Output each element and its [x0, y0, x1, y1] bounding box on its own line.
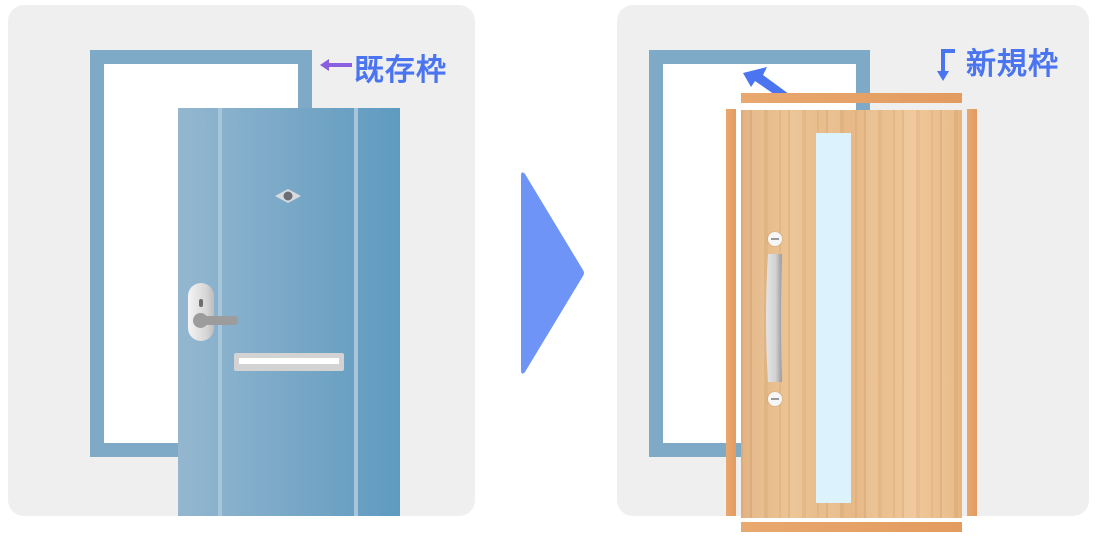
- door-glass-panel: [816, 133, 851, 503]
- door-groove-left: [218, 108, 222, 516]
- right-triangle-arrow-icon: [521, 172, 584, 374]
- new-frame-bottom: [741, 522, 962, 532]
- pull-handle-icon: [766, 254, 782, 382]
- new-frame-label: 新規枠: [966, 47, 1059, 82]
- door-lock-plate: [188, 283, 238, 341]
- new-frame-top: [741, 93, 962, 103]
- door-groove-right: [354, 108, 358, 516]
- old-door: [178, 108, 400, 516]
- lever-handle-icon: [202, 316, 238, 325]
- after-panel: 新規枠: [617, 5, 1089, 532]
- mail-slot: [234, 353, 344, 371]
- up-left-arrow-icon: [743, 67, 793, 99]
- handle-screw-bottom: [768, 392, 782, 406]
- keyhole-icon: [199, 299, 203, 307]
- handle-screw-top: [768, 232, 782, 246]
- new-frame-left: [726, 109, 736, 516]
- new-frame-right: [967, 109, 977, 516]
- peephole-icon: [275, 189, 301, 203]
- new-door: [741, 110, 962, 518]
- down-arrow-icon: [937, 49, 955, 81]
- existing-frame-label: 既存枠: [354, 53, 447, 88]
- before-panel: 既存枠: [8, 5, 475, 516]
- left-arrow-icon: [320, 59, 352, 71]
